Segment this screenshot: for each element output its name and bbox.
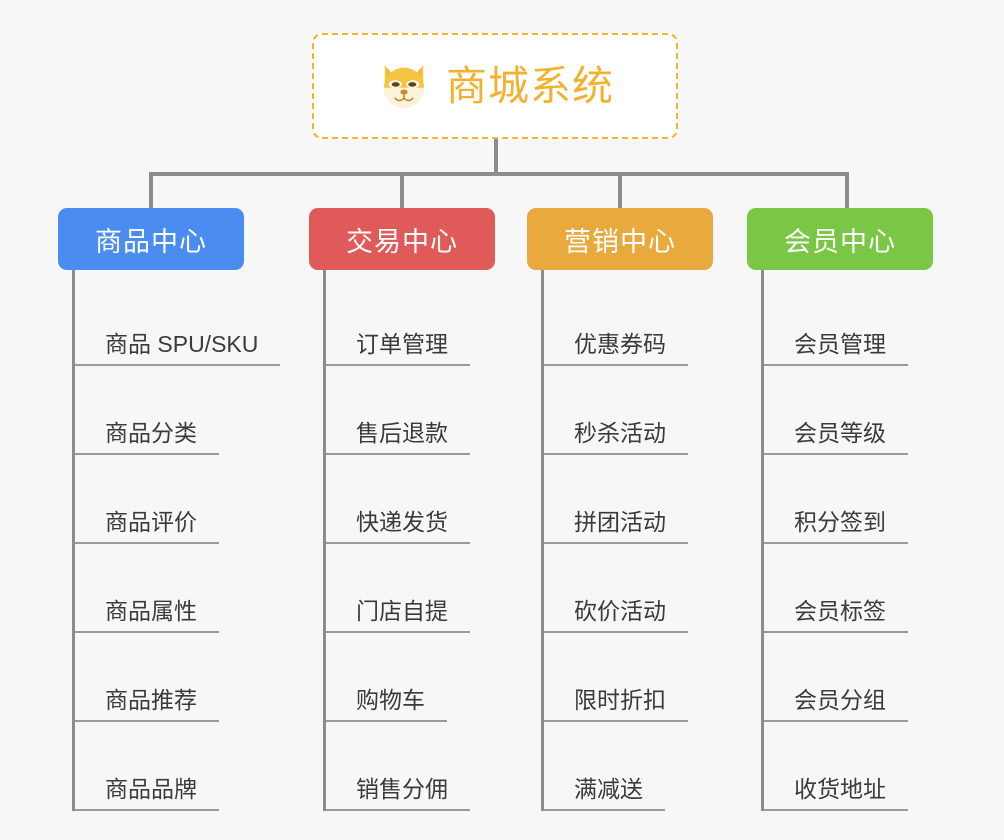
list-item[interactable]: 购物车 xyxy=(326,633,495,722)
list-item[interactable]: 售后退款 xyxy=(326,366,495,455)
leaf-list-2: 订单管理 售后退款 快递发货 门店自提 购物车 销售分佣 xyxy=(323,270,495,811)
list-item[interactable]: 会员分组 xyxy=(764,633,933,722)
category-header-4[interactable]: 会员中心 xyxy=(747,208,933,270)
connector-drop-1 xyxy=(149,172,153,210)
list-item[interactable]: 积分签到 xyxy=(764,455,933,544)
leaf-label: 会员等级 xyxy=(764,420,908,455)
root-title: 商城系统 xyxy=(446,62,614,109)
leaf-label: 商品 SPU/SKU xyxy=(75,331,281,366)
list-item[interactable]: 销售分佣 xyxy=(326,722,495,811)
leaf-label: 拼团活动 xyxy=(544,509,688,544)
leaf-label: 商品属性 xyxy=(75,598,219,633)
category-header-1[interactable]: 商品中心 xyxy=(58,208,244,270)
connector-root-stem xyxy=(494,139,498,175)
category-title: 会员中心 xyxy=(784,226,896,257)
leaf-label: 快递发货 xyxy=(326,509,470,544)
connector-drop-3 xyxy=(618,172,622,210)
connector-drop-4 xyxy=(845,172,849,210)
list-item[interactable]: 订单管理 xyxy=(326,277,495,366)
list-item[interactable]: 商品 SPU/SKU xyxy=(75,277,281,366)
branch-column-2: 交易中心 订单管理 售后退款 快递发货 门店自提 购物车 销售分佣 xyxy=(309,208,495,811)
category-title: 商品中心 xyxy=(95,226,207,257)
branch-column-4: 会员中心 会员管理 会员等级 积分签到 会员标签 会员分组 收货地址 xyxy=(747,208,933,811)
leaf-label: 收货地址 xyxy=(764,776,908,811)
category-header-3[interactable]: 营销中心 xyxy=(527,208,713,270)
leaf-label: 商品分类 xyxy=(75,420,219,455)
leaf-label: 限时折扣 xyxy=(544,687,688,722)
category-title: 交易中心 xyxy=(346,226,458,257)
leaf-label: 门店自提 xyxy=(326,598,470,633)
list-item[interactable]: 满减送 xyxy=(544,722,713,811)
list-item[interactable]: 秒杀活动 xyxy=(544,366,713,455)
leaf-label: 会员分组 xyxy=(764,687,908,722)
category-header-2[interactable]: 交易中心 xyxy=(309,208,495,270)
list-item[interactable]: 会员管理 xyxy=(764,277,933,366)
leaf-label: 砍价活动 xyxy=(544,598,688,633)
connector-drop-2 xyxy=(400,172,404,210)
category-title: 营销中心 xyxy=(564,226,676,257)
list-item[interactable]: 商品属性 xyxy=(75,544,244,633)
list-item[interactable]: 会员等级 xyxy=(764,366,933,455)
shiba-dog-face-emoji xyxy=(376,58,432,114)
leaf-label: 销售分佣 xyxy=(326,776,470,811)
leaf-label: 商品品牌 xyxy=(75,776,219,811)
leaf-label: 秒杀活动 xyxy=(544,420,688,455)
list-item[interactable]: 拼团活动 xyxy=(544,455,713,544)
list-item[interactable]: 商品评价 xyxy=(75,455,244,544)
list-item[interactable]: 砍价活动 xyxy=(544,544,713,633)
leaf-label: 优惠券码 xyxy=(544,331,688,366)
leaf-list-4: 会员管理 会员等级 积分签到 会员标签 会员分组 收货地址 xyxy=(761,270,933,811)
list-item[interactable]: 商品品牌 xyxy=(75,722,244,811)
leaf-label: 商品评价 xyxy=(75,509,219,544)
leaf-label: 购物车 xyxy=(326,687,447,722)
list-item[interactable]: 会员标签 xyxy=(764,544,933,633)
leaf-label: 会员管理 xyxy=(764,331,908,366)
leaf-label: 满减送 xyxy=(544,776,665,811)
leaf-label: 会员标签 xyxy=(764,598,908,633)
list-item[interactable]: 限时折扣 xyxy=(544,633,713,722)
leaf-list-3: 优惠券码 秒杀活动 拼团活动 砍价活动 限时折扣 满减送 xyxy=(541,270,713,811)
list-item[interactable]: 优惠券码 xyxy=(544,277,713,366)
list-item[interactable]: 快递发货 xyxy=(326,455,495,544)
list-item[interactable]: 商品分类 xyxy=(75,366,244,455)
leaf-label: 商品推荐 xyxy=(75,687,219,722)
leaf-list-1: 商品 SPU/SKU 商品分类 商品评价 商品属性 商品推荐 商品品牌 xyxy=(72,270,281,811)
connector-bus xyxy=(149,172,849,176)
branch-column-3: 营销中心 优惠券码 秒杀活动 拼团活动 砍价活动 限时折扣 满减送 xyxy=(527,208,713,811)
leaf-label: 订单管理 xyxy=(326,331,470,366)
leaf-label: 积分签到 xyxy=(764,509,908,544)
branch-column-1: 商品中心 商品 SPU/SKU 商品分类 商品评价 商品属性 商品推荐 商品品牌 xyxy=(58,208,281,811)
list-item[interactable]: 商品推荐 xyxy=(75,633,244,722)
root-node[interactable]: 商城系统 xyxy=(312,33,678,139)
list-item[interactable]: 门店自提 xyxy=(326,544,495,633)
list-item[interactable]: 收货地址 xyxy=(764,722,933,811)
leaf-label: 售后退款 xyxy=(326,420,470,455)
